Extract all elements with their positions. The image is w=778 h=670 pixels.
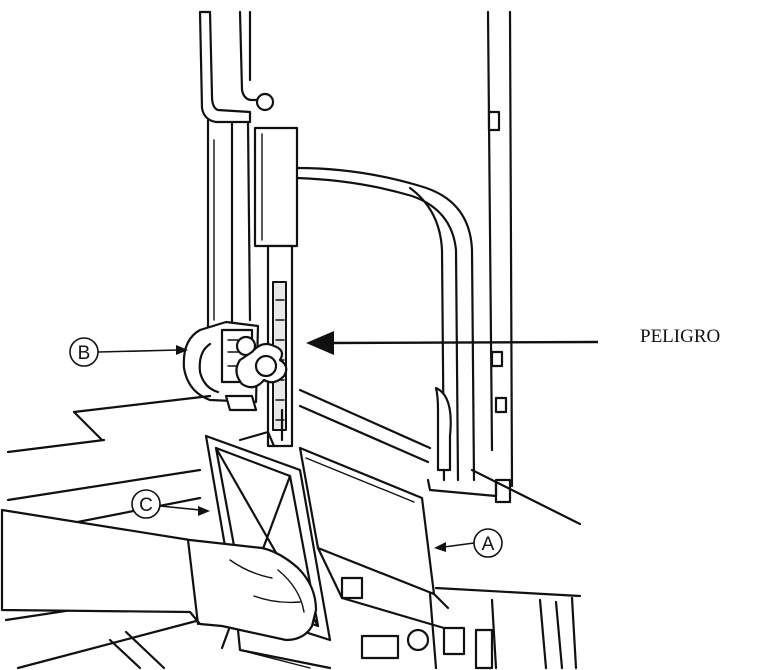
callout-a: A — [434, 528, 503, 558]
callout-label-c: C — [139, 495, 153, 516]
upper-blade-guard — [198, 10, 275, 332]
operator-hand — [0, 508, 318, 642]
callout-arrowhead-b — [176, 345, 188, 355]
callout-line-a — [443, 542, 475, 548]
callout-label-b: B — [78, 343, 91, 364]
warning-arrow-line — [329, 340, 599, 345]
callout-arrowhead-c — [198, 506, 210, 516]
guide-assembly-b — [182, 320, 288, 412]
callout-c: C — [131, 489, 210, 519]
callout-line-c — [159, 505, 201, 511]
warning-callout: PELIGRO — [306, 326, 720, 355]
guide-post — [253, 126, 299, 448]
warning-arrowhead — [306, 331, 334, 355]
callout-line-b — [97, 349, 179, 353]
saw-frame — [486, 10, 514, 504]
callout-arrowhead-a — [434, 542, 446, 552]
warning-label: PELIGRO — [640, 326, 720, 347]
fence-a — [298, 386, 494, 670]
callout-circle-c — [131, 489, 161, 519]
callout-label-a: A — [482, 534, 495, 555]
wheel-housing — [295, 166, 498, 498]
callout-b: B — [69, 337, 188, 367]
